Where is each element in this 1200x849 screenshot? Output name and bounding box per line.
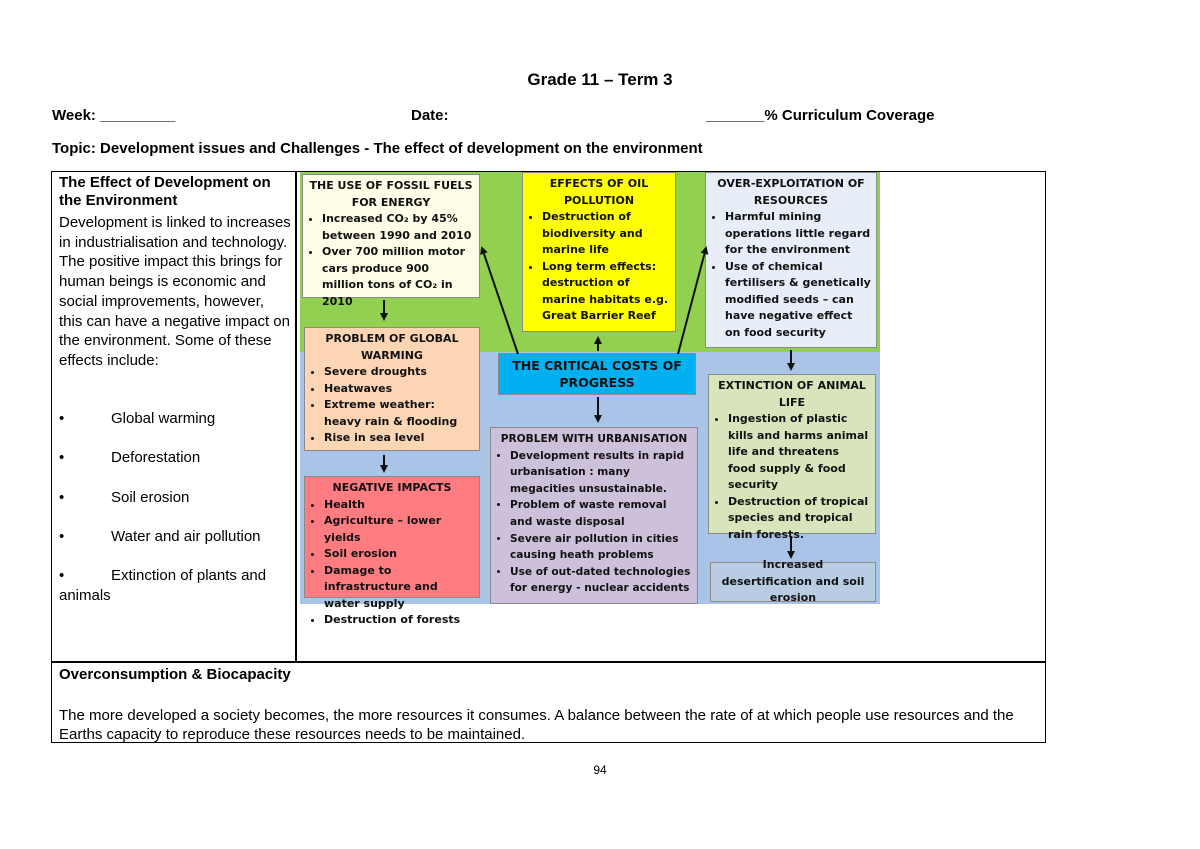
left-heading: The Effect of Development on the Environ… bbox=[59, 174, 271, 209]
effect-bullet: •Global warming bbox=[59, 410, 216, 427]
urbanisation-item: Severe air pollution in cities causing h… bbox=[510, 531, 692, 564]
fossil-fuels-item: Over 700 million motor cars produce 900 … bbox=[322, 244, 474, 310]
effect-label: Extinction of plants and animals bbox=[59, 567, 267, 604]
animal-extinction-title: EXTINCTION OF ANIMAL LIFE bbox=[718, 379, 866, 409]
desertification-box: Increased desertification and soil erosi… bbox=[710, 558, 876, 604]
negative-impacts-item: Agriculture – lower yields bbox=[324, 513, 474, 546]
negative-impacts-box: NEGATIVE IMPACTS Health Agriculture – lo… bbox=[304, 476, 480, 626]
negative-impacts-item: Destruction of forests bbox=[324, 612, 474, 629]
urbanisation-box: PROBLEM WITH URBANISATION Development re… bbox=[490, 427, 698, 604]
negative-impacts-title: NEGATIVE IMPACTS bbox=[332, 481, 452, 494]
desertification-title: Increased desertification and soil erosi… bbox=[721, 558, 865, 605]
effect-label: Water and air pollution bbox=[111, 528, 261, 545]
critical-costs-diagram: THE USE OF FOSSIL FUELS FOR ENERGY Incre… bbox=[300, 172, 880, 626]
global-warming-item: Rise in sea level bbox=[324, 430, 474, 447]
effect-label: Deforestation bbox=[111, 449, 201, 466]
global-warming-item: Extreme weather: heavy rain & flooding bbox=[324, 397, 474, 430]
fossil-fuels-item: Increased CO₂ by 45% between 1990 and 20… bbox=[322, 211, 474, 244]
oil-pollution-item: Long term effects: destruction of marine… bbox=[542, 259, 670, 325]
fossil-fuels-box: THE USE OF FOSSIL FUELS FOR ENERGY Incre… bbox=[302, 174, 480, 308]
arrow-diagonal-icon bbox=[480, 246, 519, 355]
critical-costs-title: THE CRITICAL COSTS OF PROGRESS bbox=[512, 358, 682, 390]
effect-bullet: •Extinction of plants and animals bbox=[59, 567, 267, 604]
date-field: Date: bbox=[411, 107, 449, 124]
oil-pollution-item: Destruction of biodiversity and marine l… bbox=[542, 209, 670, 259]
global-warming-title: PROBLEM OF GLOBAL WARMING bbox=[325, 332, 459, 362]
effect-label: Soil erosion bbox=[111, 489, 190, 506]
over-exploitation-item: Use of chemical fertilisers & geneticall… bbox=[725, 259, 871, 342]
diagram-arrows bbox=[380, 246, 795, 559]
overconsumption-text: The more developed a society becomes, th… bbox=[59, 707, 1014, 743]
negative-impacts-item: Health bbox=[324, 497, 474, 514]
global-warming-item: Severe droughts bbox=[324, 364, 474, 381]
urbanisation-item: Use of out-dated technologies for energy… bbox=[510, 564, 692, 597]
global-warming-box: PROBLEM OF GLOBAL WARMING Severe drought… bbox=[304, 327, 480, 451]
effect-bullet: •Soil erosion bbox=[59, 489, 190, 506]
fossil-fuels-title: THE USE OF FOSSIL FUELS FOR ENERGY bbox=[309, 179, 473, 209]
negative-impacts-item: Soil erosion bbox=[324, 546, 474, 563]
over-exploitation-item: Harmful mining operations little regard … bbox=[725, 209, 871, 259]
urbanisation-item: Problem of waste removal and waste dispo… bbox=[510, 497, 692, 530]
coverage-field: _______% Curriculum Coverage bbox=[706, 107, 935, 124]
animal-extinction-box: EXTINCTION OF ANIMAL LIFE Ingestion of p… bbox=[708, 374, 876, 541]
urbanisation-item: Development results in rapid urbanisatio… bbox=[510, 448, 692, 498]
overconsumption-heading: Overconsumption & Biocapacity bbox=[59, 666, 291, 683]
oil-pollution-box: EFFECTS OF OIL POLLUTION Destruction of … bbox=[522, 172, 676, 332]
effect-bullet: •Deforestation bbox=[59, 449, 201, 466]
content-table bbox=[51, 171, 1046, 743]
animal-extinction-item: Destruction of tropical species and trop… bbox=[728, 494, 870, 544]
over-exploitation-title: OVER-EXPLOITATION OF RESOURCES bbox=[717, 177, 865, 207]
page-title: Grade 11 – Term 3 bbox=[527, 70, 673, 89]
page-number: 94 bbox=[593, 763, 607, 777]
topic-line: Topic: Development issues and Challenges… bbox=[52, 140, 703, 157]
effect-bullet: •Water and air pollution bbox=[59, 528, 261, 545]
over-exploitation-box: OVER-EXPLOITATION OF RESOURCES Harmful m… bbox=[705, 172, 877, 348]
animal-extinction-item: Ingestion of plastic kills and harms ani… bbox=[728, 411, 870, 494]
week-field: Week: _________ bbox=[52, 107, 176, 124]
effect-label: Global warming bbox=[111, 410, 216, 427]
oil-pollution-title: EFFECTS OF OIL POLLUTION bbox=[549, 177, 649, 207]
left-paragraph: Development is linked to increases in in… bbox=[59, 214, 291, 369]
urbanisation-title: PROBLEM WITH URBANISATION bbox=[500, 433, 688, 445]
row-divider bbox=[51, 661, 1046, 663]
global-warming-item: Heatwaves bbox=[324, 381, 474, 398]
arrow-diagonal-icon bbox=[677, 246, 709, 355]
column-divider bbox=[295, 171, 297, 662]
critical-costs-box: THE CRITICAL COSTS OF PROGRESS bbox=[498, 353, 696, 395]
negative-impacts-item: Damage to infrastructure and water suppl… bbox=[324, 563, 474, 613]
